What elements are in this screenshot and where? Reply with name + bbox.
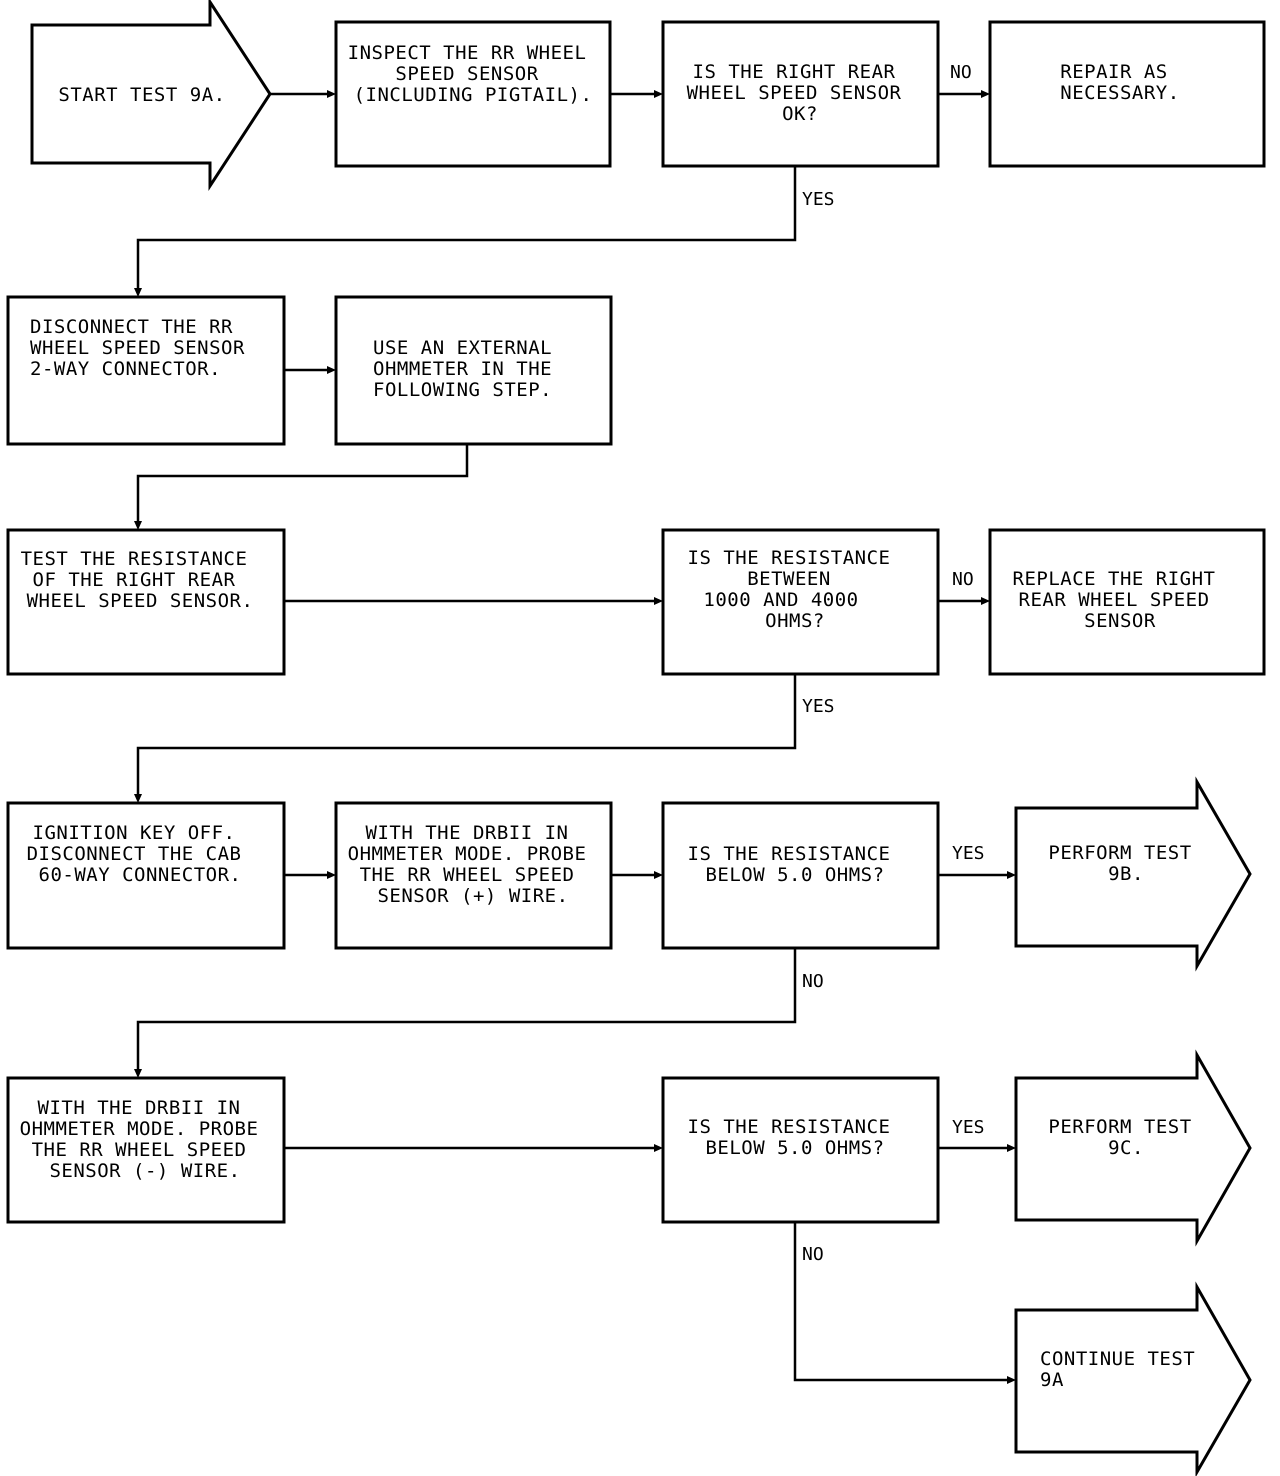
disconnect-sensor-text: DISCONNECT THE RR WHEEL SPEED SENSOR 2-W… (30, 316, 257, 380)
edge-label-no-2: NO (952, 569, 974, 590)
edge-label-yes-3: YES (952, 843, 985, 864)
connectors (134, 90, 1016, 1384)
edge-label-no-3: NO (802, 971, 824, 992)
inspect-text: INSPECT THE RR WHEEL SPEED SENSOR (INCLU… (348, 42, 599, 106)
probe-plus-box (334, 801, 613, 950)
q-sensor-ok-text: IS THE RIGHT REAR WHEEL SPEED SENSOR OK? (687, 61, 914, 125)
probe-minus-text: WITH THE DRBII IN OHMMETER MODE. PROBE T… (20, 1097, 271, 1182)
edge-label-yes-4: YES (952, 1117, 985, 1138)
replace-sensor-box (988, 528, 1266, 676)
test-resistance-box (6, 528, 286, 676)
continue-9a-arrow-shape (1014, 1281, 1252, 1476)
q-resistance-range-text: IS THE RESISTANCE BETWEEN 1000 AND 4000 … (688, 547, 903, 632)
use-ohmmeter-text: USE AN EXTERNAL OHMMETER IN THE FOLLOWIN… (373, 337, 564, 401)
perform-9b-arrow-shape (1014, 776, 1252, 972)
repair-box (988, 20, 1266, 168)
q-below-5-b-text: IS THE RESISTANCE BELOW 5.0 OHMS? (688, 1116, 903, 1159)
perform-9c-arrow-shape (1014, 1049, 1252, 1247)
test-resistance-text: TEST THE RESISTANCE OF THE RIGHT REAR WH… (21, 548, 260, 612)
q-below-5-b-box (661, 1076, 940, 1224)
edge-label-yes-2: YES (802, 696, 835, 717)
ignition-off-text: IGNITION KEY OFF. DISCONNECT THE CAB 60-… (27, 822, 254, 886)
repair-text: REPAIR AS NECESSARY. (1060, 61, 1179, 104)
probe-plus-text: WITH THE DRBII IN OHMMETER MODE. PROBE T… (348, 822, 599, 907)
edge-label-no-1: NO (950, 62, 972, 83)
edge-label-no-4: NO (802, 1244, 824, 1265)
start-label: START TEST 9A. (58, 84, 225, 106)
edge-label-yes-1: YES (802, 189, 835, 210)
use-ohmmeter-box (334, 295, 613, 446)
perform-9c-text: PERFORM TEST 9C. (1048, 1116, 1203, 1159)
disconnect-sensor-box (6, 295, 286, 446)
inspect-box (334, 20, 612, 168)
q-below-5-a-text: IS THE RESISTANCE BELOW 5.0 OHMS? (688, 843, 903, 886)
start-arrow-shape (30, 0, 272, 192)
continue-9a-text: CONTINUE TEST 9A (1040, 1348, 1207, 1391)
perform-9b-text: PERFORM TEST 9B. (1048, 842, 1203, 885)
q-resistance-range-box (661, 528, 940, 676)
replace-sensor-text: REPLACE THE RIGHT REAR WHEEL SPEED SENSO… (1013, 568, 1228, 632)
probe-minus-box (6, 1076, 286, 1224)
